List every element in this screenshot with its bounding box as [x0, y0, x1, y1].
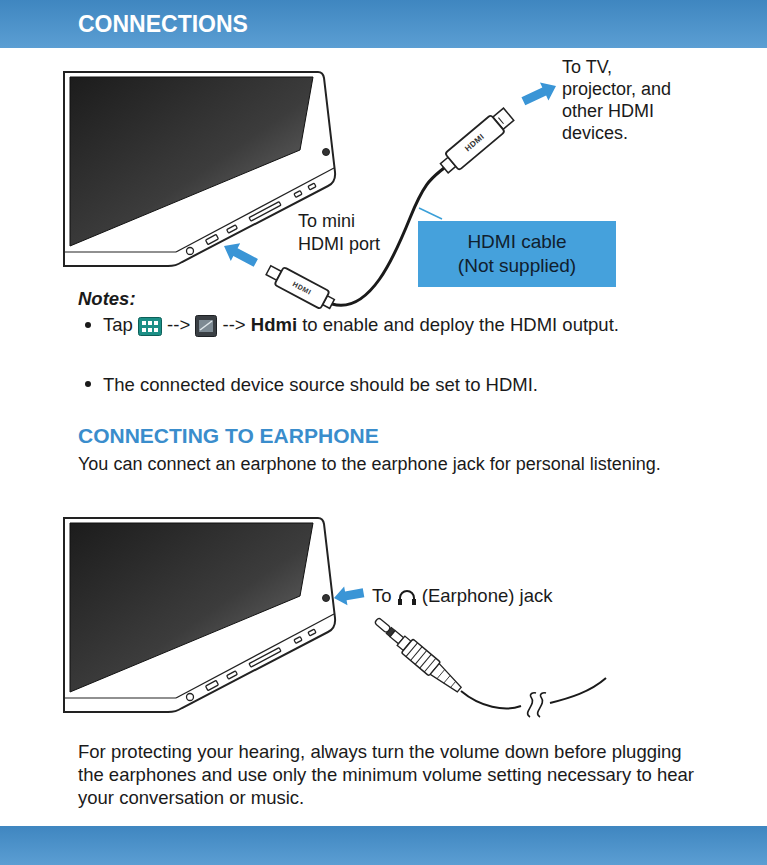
- destination-label: To TV, projector, and other HDMI devices…: [562, 56, 691, 144]
- body-text: You can connect an earphone to the earph…: [78, 453, 668, 476]
- apps-icon: [138, 317, 162, 336]
- settings-icon: [195, 315, 217, 337]
- note-text: Tap: [103, 314, 133, 335]
- jack-label: To: [372, 585, 392, 606]
- break-mark: [538, 693, 546, 717]
- break-mark: [528, 693, 536, 717]
- caution-text: For protecting your hearing, always turn…: [78, 740, 703, 809]
- earphone-plug: [371, 613, 465, 696]
- jack-callout: To (Earphone) jack: [372, 583, 552, 608]
- earphone-cable: [550, 678, 606, 703]
- mini-hdmi-plug: [264, 261, 337, 312]
- menu-item: Hdmi: [251, 314, 297, 335]
- section-heading: CONNECTING TO EARPHONE: [78, 423, 379, 449]
- callout-box: HDMI cable (Not supplied): [418, 221, 616, 287]
- bullet: [85, 322, 91, 328]
- headphone-symbol: [397, 588, 417, 606]
- direction-arrow: [332, 583, 365, 607]
- bullet: [85, 381, 91, 387]
- plug-marking: HDMI: [464, 132, 486, 153]
- plug-marking: HDMI: [292, 280, 313, 296]
- direction-arrow: [519, 77, 560, 110]
- note-arrow: -->: [167, 314, 190, 335]
- note-line: Tap --> --> Hdmi to enable and deploy th…: [103, 312, 648, 337]
- notes-heading: Notes:: [78, 287, 136, 311]
- note-text: The connected device source should be se…: [103, 372, 723, 397]
- callout-text: HDMI cable (Not supplied): [453, 230, 581, 278]
- note-text: to enable and deploy the HDMI output.: [302, 314, 619, 335]
- footer-band: [0, 826, 767, 865]
- page-title: CONNECTIONS: [78, 10, 248, 38]
- note-arrow: -->: [223, 314, 246, 335]
- jack-label: (Earphone) jack: [422, 585, 553, 606]
- hdmi-plug: [437, 106, 515, 177]
- tablet-figure: [64, 518, 335, 712]
- header-band: [0, 0, 767, 48]
- port-label: To mini HDMI port: [298, 210, 388, 256]
- leader-line: [419, 208, 442, 219]
- direction-arrow: [219, 237, 260, 272]
- earphone-cable: [461, 691, 521, 708]
- tablet-figure: [64, 72, 335, 266]
